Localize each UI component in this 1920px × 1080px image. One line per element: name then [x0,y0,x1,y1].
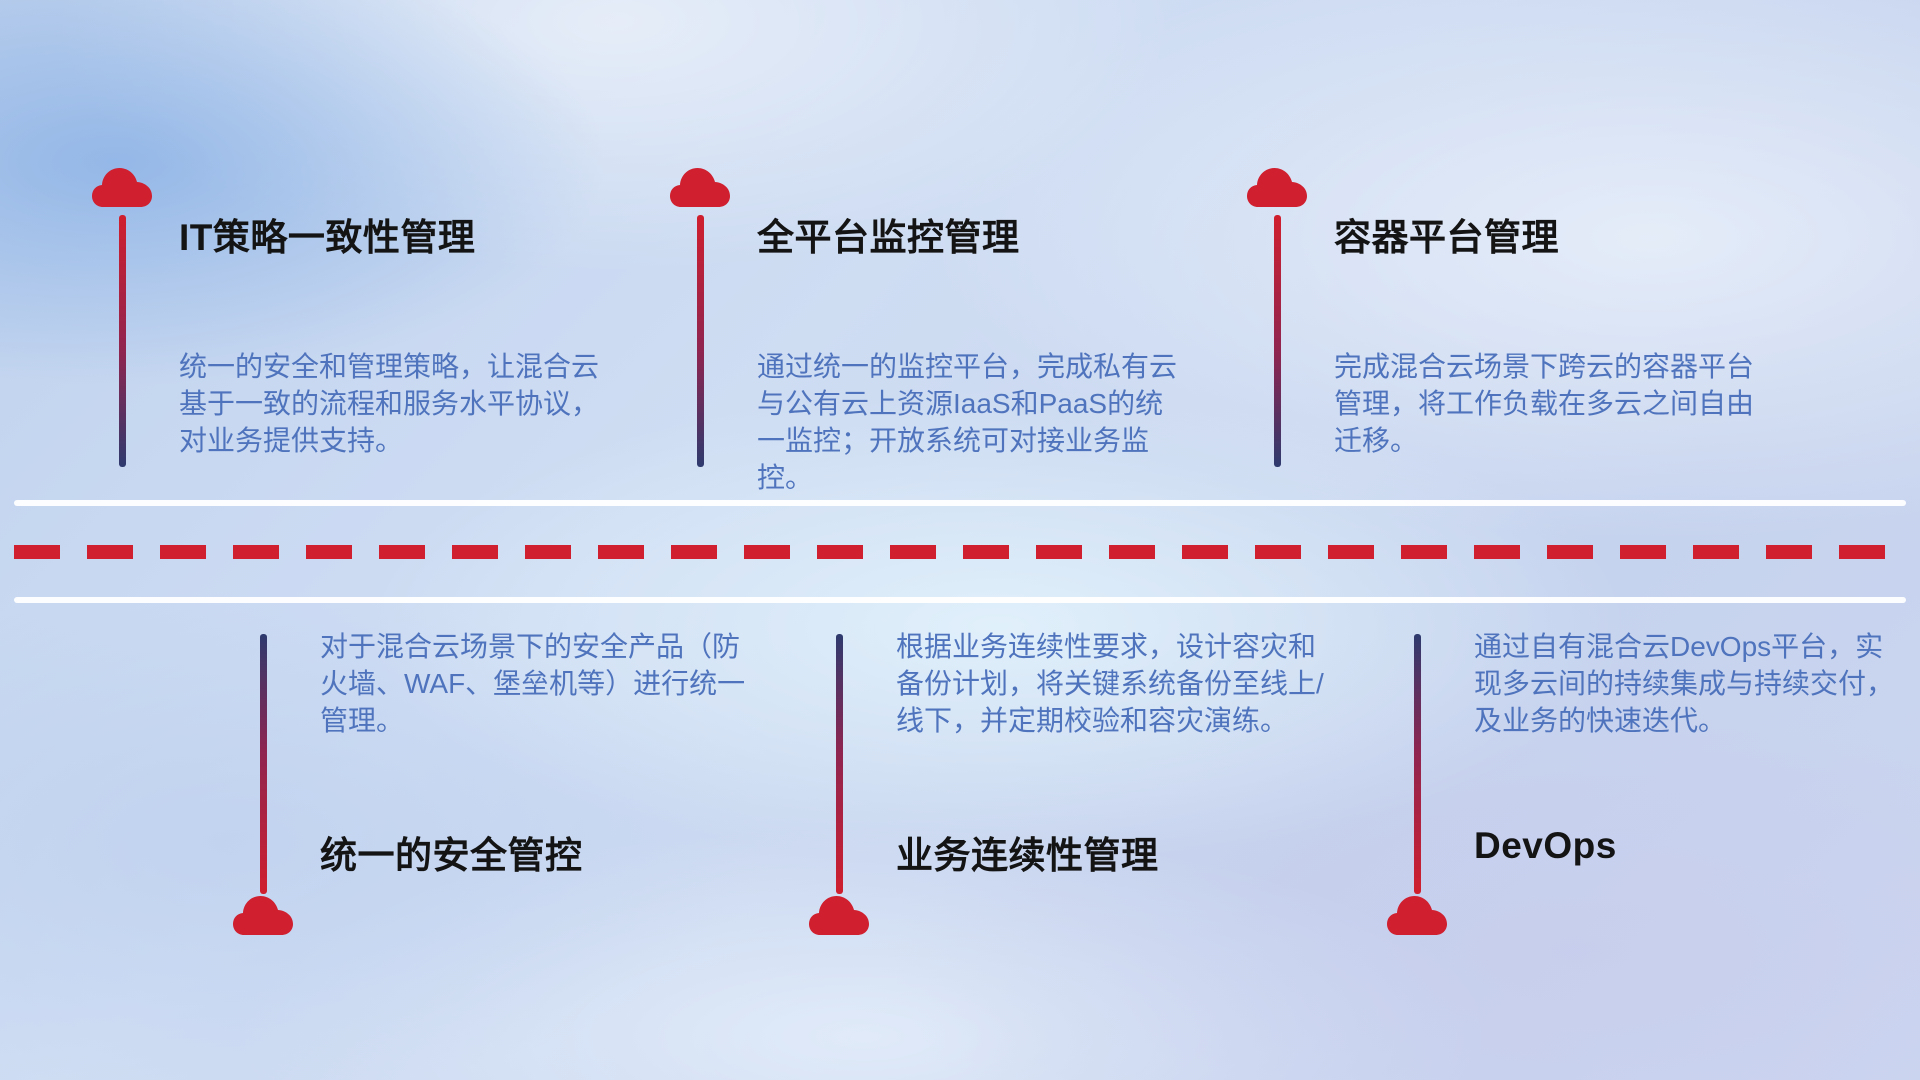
cloud-icon [668,163,732,211]
item-description: 通过统一的监控平台，完成私有云与公有云上资源IaaS和PaaS的统一监控；开放系… [757,351,1178,493]
item-description: 统一的安全和管理策略，让混合云基于一致的流程和服务水平协议，对业务提供支持。 [179,351,600,456]
capability-item-it-policy: IT策略一致性管理 统一的安全和管理策略，让混合云基于一致的流程和服务水平协议，… [92,165,642,485]
connector-line [1414,634,1421,894]
item-title: 全平台监控管理 [757,217,1020,258]
capability-item-devops: 通过自有混合云DevOps平台，实现多云间的持续集成与持续交付，及业务的快速迭代… [1387,620,1920,960]
item-title: 容器平台管理 [1334,217,1559,258]
cloud-icon [1245,163,1309,211]
connector-line [697,215,704,467]
item-title: 业务连续性管理 [896,835,1159,876]
capability-item-business-continuity: 根据业务连续性要求，设计容灾和备份计划，将关键系统备份至线上/线下，并定期校验和… [809,620,1359,960]
cloud-icon [90,163,154,211]
capability-item-monitoring: 全平台监控管理 通过统一的监控平台，完成私有云与公有云上资源IaaS和PaaS的… [670,165,1220,493]
road-line-bottom [14,597,1906,603]
item-description: 对于混合云场景下的安全产品（防火墙、WAF、堡垒机等）进行统一管理。 [320,631,746,736]
road-line-top [14,500,1906,506]
connector-line [260,634,267,894]
item-title: DevOps [1474,825,1617,866]
item-title: 统一的安全管控 [320,835,583,876]
item-title: IT策略一致性管理 [179,217,476,258]
cloud-icon [231,891,295,939]
item-description: 完成混合云场景下跨云的容器平台管理，将工作负载在多云之间自由迁移。 [1334,351,1755,456]
connector-line [119,215,126,467]
capability-item-container-platform: 容器平台管理 完成混合云场景下跨云的容器平台管理，将工作负载在多云之间自由迁移。 [1247,165,1797,485]
item-description: 通过自有混合云DevOps平台，实现多云间的持续集成与持续交付，及业务的快速迭代… [1474,631,1895,736]
cloud-icon [807,891,871,939]
cloud-icon [1385,891,1449,939]
item-description: 根据业务连续性要求，设计容灾和备份计划，将关键系统备份至线上/线下，并定期校验和… [896,631,1324,736]
connector-line [836,634,843,894]
connector-line [1274,215,1281,467]
road-dashed-line [14,545,1906,559]
capability-item-security-control: 对于混合云场景下的安全产品（防火墙、WAF、堡垒机等）进行统一管理。 统一的安全… [233,620,783,960]
